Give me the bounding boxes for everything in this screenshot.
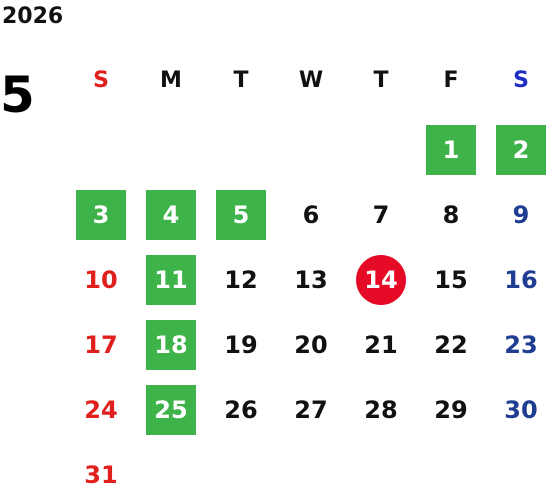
day-cell[interactable]: 21 [364,331,398,359]
month-label: 5 [0,66,35,124]
day-cell[interactable]: 2 [496,125,546,175]
day-cell[interactable]: 13 [294,266,328,294]
year-label: 2026 [2,4,64,29]
day-cell[interactable]: 4 [146,190,196,240]
day-cell[interactable]: 25 [146,385,196,435]
day-cell[interactable]: 28 [364,396,398,424]
day-cell[interactable]: 18 [146,320,196,370]
day-cell[interactable]: 22 [434,331,468,359]
day-cell[interactable]: 27 [294,396,328,424]
day-cell[interactable]: 7 [372,201,390,229]
day-cell[interactable]: 9 [512,201,530,229]
day-cell[interactable]: 17 [84,331,118,359]
day-cell[interactable]: 8 [442,201,460,229]
weekday-header-0: S [93,68,109,93]
weekday-header-2: T [233,68,249,93]
day-cell[interactable]: 15 [434,266,468,294]
weekday-header-3: W [298,68,324,93]
day-cell[interactable]: 30 [504,396,538,424]
day-cell[interactable]: 29 [434,396,468,424]
day-cell[interactable]: 16 [504,266,538,294]
weekday-header-5: F [443,68,459,93]
day-cell[interactable]: 24 [84,396,118,424]
day-cell[interactable]: 31 [84,461,118,489]
day-cell-today[interactable]: 14 [356,255,406,305]
day-cell[interactable]: 26 [224,396,258,424]
day-cell[interactable]: 1 [426,125,476,175]
day-cell[interactable]: 23 [504,331,538,359]
day-cell[interactable]: 12 [224,266,258,294]
day-cell[interactable]: 20 [294,331,328,359]
day-cell[interactable]: 3 [76,190,126,240]
day-cell[interactable]: 5 [216,190,266,240]
weekday-header-6: S [513,68,529,93]
weekday-header-1: M [160,68,182,93]
day-cell[interactable]: 11 [146,255,196,305]
day-cell[interactable]: 10 [84,266,118,294]
day-cell[interactable]: 19 [224,331,258,359]
day-cell[interactable]: 6 [302,201,320,229]
weekday-header-4: T [373,68,389,93]
